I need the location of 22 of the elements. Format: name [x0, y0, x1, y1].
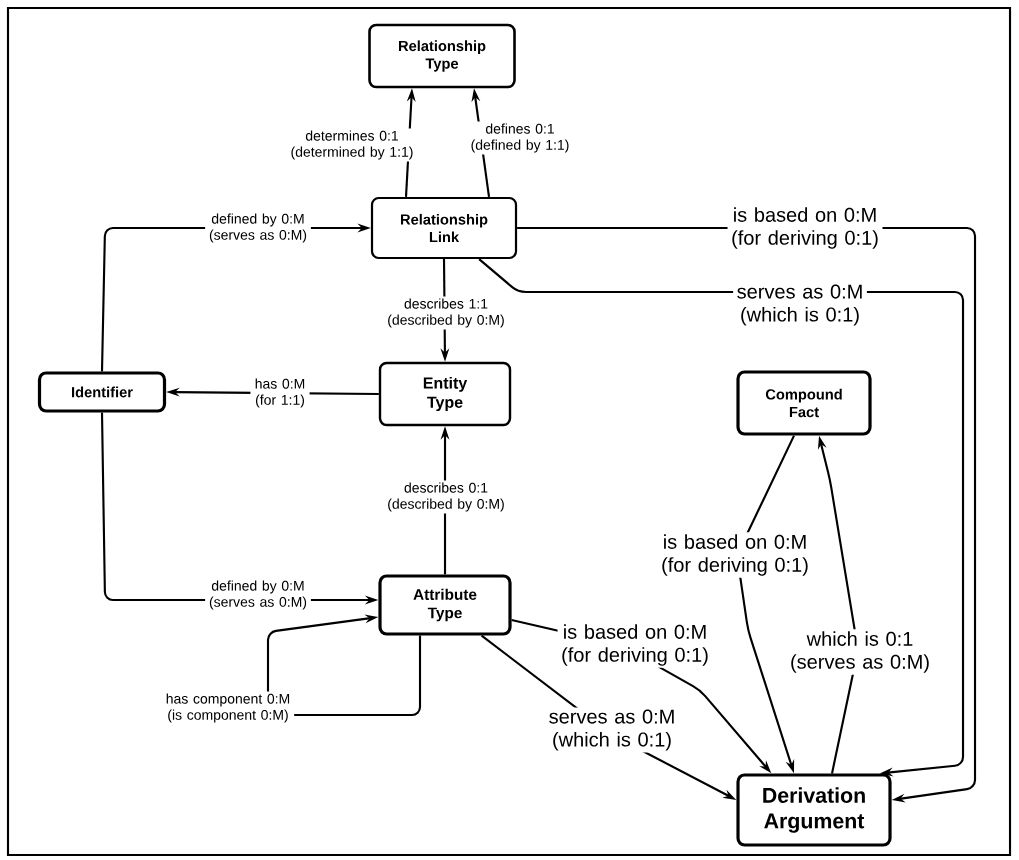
edge-label: which is 0:1 (serves as 0:M) — [786, 629, 934, 675]
edge-label: describes 1:1 (described by 0:M) — [383, 296, 509, 330]
edge-label: describes 0:1 (described by 0:M) — [383, 480, 509, 514]
edge-label: is based on 0:M (for deriving 0:1) — [557, 622, 713, 668]
arrow — [266, 614, 422, 717]
edge-label: determines 0:1 (determined by 1:1) — [286, 128, 418, 162]
entity-box: Attribute Type — [378, 574, 512, 636]
edge-label: serves as 0:M (which is 0:1) — [733, 282, 867, 328]
entity-box: Relationship Link — [370, 196, 518, 260]
edge-label: has component 0:M (is component 0:M) — [161, 691, 295, 725]
entity-box: Derivation Argument — [736, 773, 892, 847]
edge-label: is based on 0:M (for deriving 0:1) — [727, 205, 883, 251]
entity-box: Compound Fact — [736, 370, 872, 436]
edge-label: defines 0:1 (defined by 1:1) — [466, 121, 574, 155]
edge-label: serves as 0:M (which is 0:1) — [545, 707, 679, 753]
entity-box: Entity Type — [378, 361, 512, 427]
edge-label: has 0:M (for 1:1) — [250, 376, 310, 410]
edge-label: defined by 0:M (serves as 0:M) — [205, 211, 311, 245]
entity-box: Identifier — [37, 371, 167, 413]
entity-box: Relationship Type — [368, 23, 516, 89]
edge-label: is based on 0:M (for deriving 0:1) — [657, 532, 813, 578]
edge-label: defined by 0:M (serves as 0:M) — [205, 578, 311, 612]
